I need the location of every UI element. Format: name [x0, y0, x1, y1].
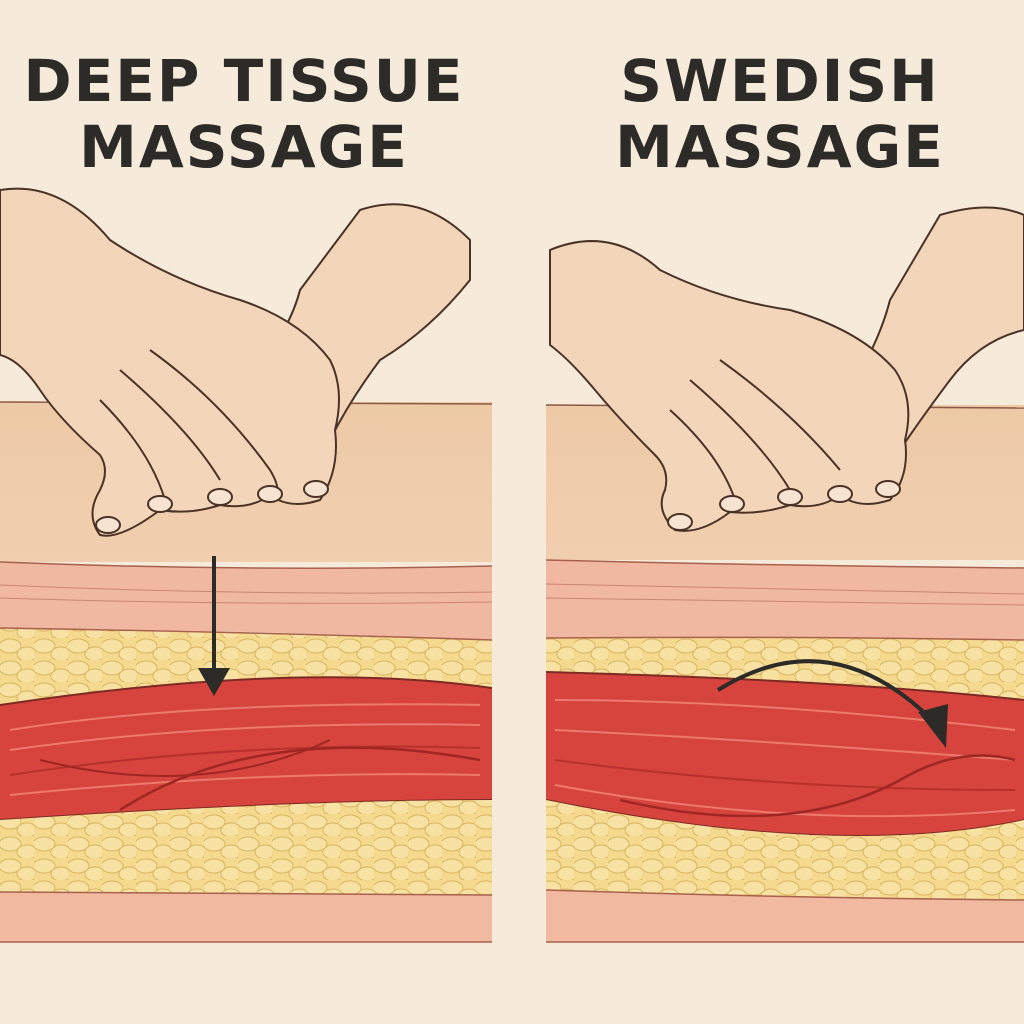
hands — [549, 206, 1024, 532]
deep-tissue-illustration — [0, 187, 493, 943]
dermis-layer — [0, 561, 493, 640]
swedish-title-line2: MASSAGE — [615, 113, 945, 181]
upper-fat-layer — [0, 627, 493, 705]
curved-arrow-icon — [716, 659, 948, 748]
deep-tissue-title-line2: MASSAGE — [79, 113, 409, 181]
swedish-title: SWEDISH MASSAGE — [540, 48, 1020, 180]
lower-skin-layer — [0, 891, 493, 943]
dermis-layer — [545, 559, 1024, 640]
swedish-illustration — [545, 206, 1024, 943]
swedish-title-line1: SWEDISH — [620, 47, 940, 115]
muscle-layer — [0, 676, 493, 821]
down-arrow-icon — [198, 556, 230, 696]
muscle-layer — [545, 671, 1024, 837]
lower-skin-layer — [545, 889, 1024, 943]
deep-tissue-title-line1: DEEP TISSUE — [23, 47, 465, 115]
deep-tissue-title: DEEP TISSUE MASSAGE — [4, 48, 484, 180]
lower-fat-layer — [546, 800, 1024, 900]
upper-fat-layer — [545, 636, 1024, 700]
lower-fat-layer — [0, 800, 492, 895]
hands — [0, 187, 471, 537]
